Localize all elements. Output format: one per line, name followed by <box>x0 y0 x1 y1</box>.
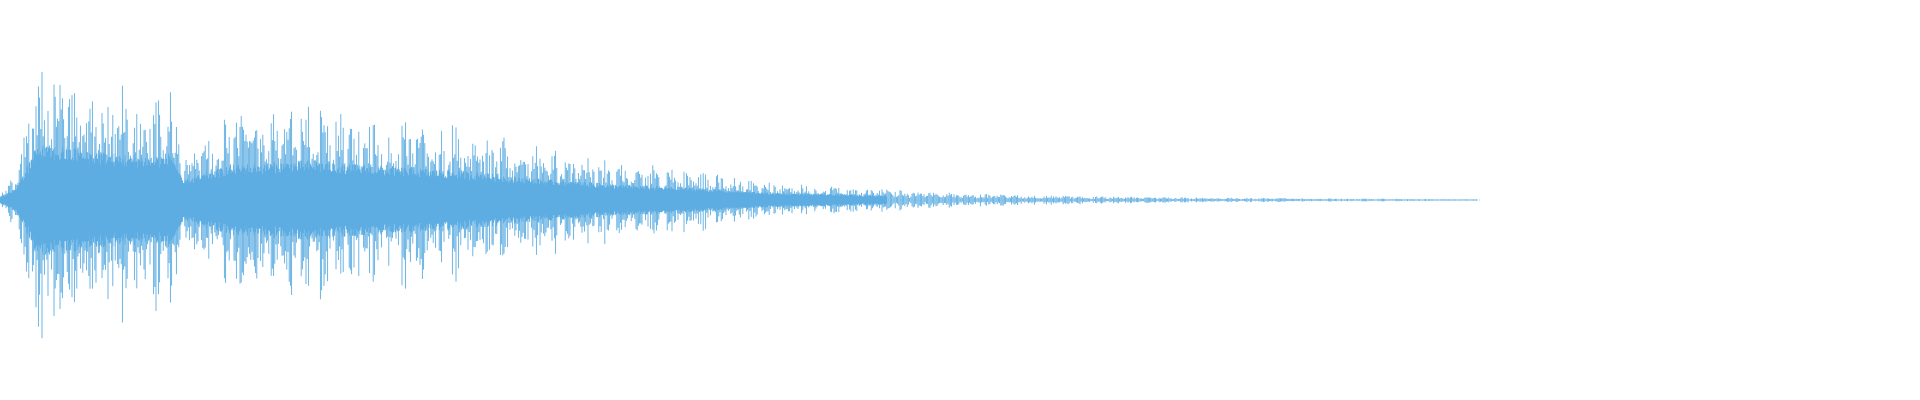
waveform-samples <box>0 72 1478 339</box>
waveform-core <box>0 145 887 255</box>
